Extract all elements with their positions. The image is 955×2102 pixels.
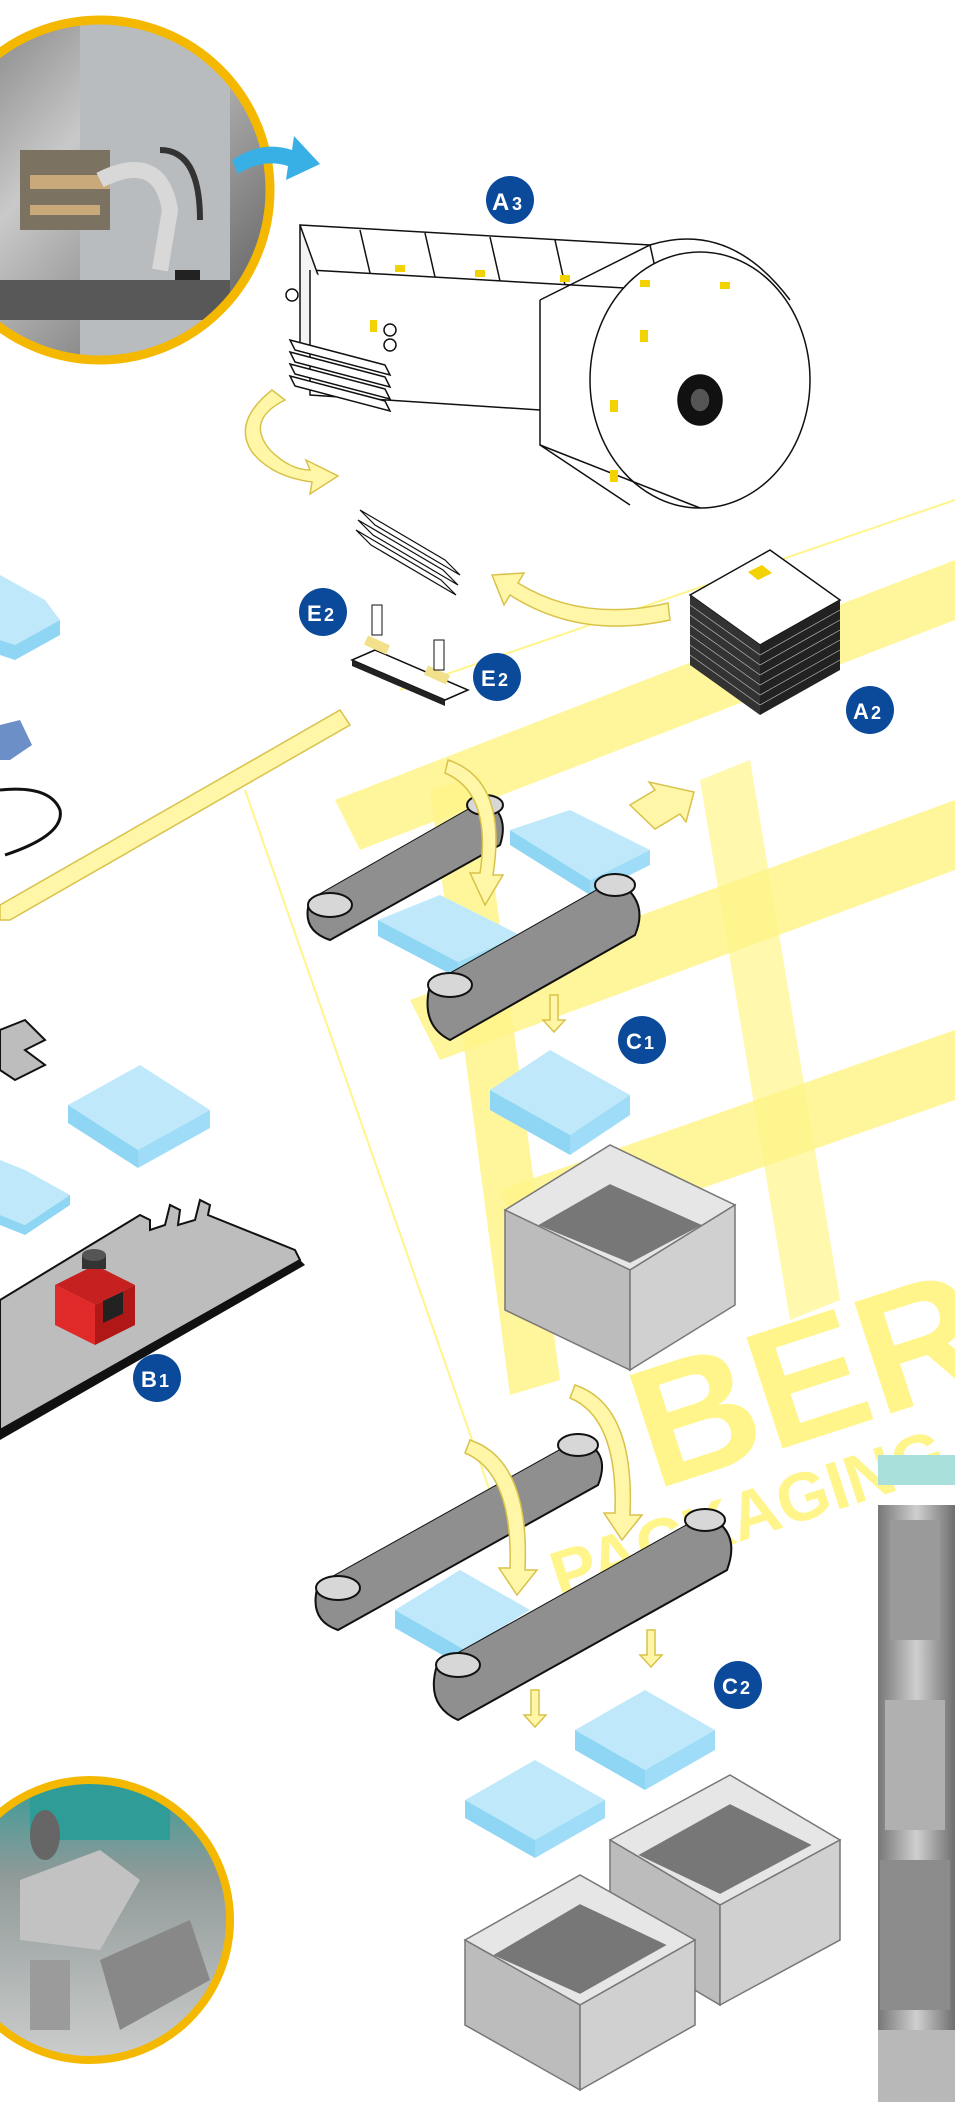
svg-text:E: E xyxy=(481,666,496,691)
folded-labels xyxy=(355,509,461,596)
svg-text:1: 1 xyxy=(159,1371,169,1391)
conveyor-belt xyxy=(306,794,504,942)
badge-e2-right: E 2 xyxy=(473,653,521,701)
open-box xyxy=(608,1774,842,2007)
svg-text:A: A xyxy=(492,189,509,216)
down-arrow-icon xyxy=(638,1629,664,1669)
product-block xyxy=(465,1760,605,1858)
product-block xyxy=(68,1065,210,1168)
label-roll xyxy=(285,224,811,509)
open-box xyxy=(503,1144,737,1372)
conveyor-belt xyxy=(426,873,641,1042)
product-block xyxy=(575,1690,715,1790)
right-arrow-icon xyxy=(628,780,695,830)
left-partial-items xyxy=(0,575,352,1235)
watermark-guide-line xyxy=(244,789,501,1521)
curved-arrow-icon xyxy=(490,572,671,627)
badge-c2: C 2 xyxy=(714,1661,762,1709)
badge-e2-left: E 2 xyxy=(299,588,347,636)
down-arrow-icon xyxy=(522,1689,548,1729)
svg-text:2: 2 xyxy=(324,605,334,625)
photo-machine-strip-right xyxy=(878,1455,955,2102)
svg-text:2: 2 xyxy=(871,703,881,723)
svg-text:A: A xyxy=(853,699,869,724)
curved-arrow-icon xyxy=(244,389,340,496)
curved-arrow-icon xyxy=(569,1384,644,1542)
down-arrow-icon xyxy=(541,994,567,1034)
photo-machine-detail-top xyxy=(0,15,275,365)
svg-text:E: E xyxy=(307,601,322,626)
badge-a3: A 3 xyxy=(486,176,534,224)
svg-text:C: C xyxy=(626,1029,642,1054)
photo-machine-detail-bottom xyxy=(0,1776,234,2064)
open-box xyxy=(463,1874,697,2092)
conveyor-belt xyxy=(314,1433,603,1632)
curved-arrow-icon xyxy=(464,1439,539,1597)
badge-b1: B 1 xyxy=(133,1354,181,1402)
svg-text:1: 1 xyxy=(644,1033,654,1053)
sensor-plate xyxy=(350,604,470,706)
svg-text:C: C xyxy=(722,1674,738,1699)
svg-text:3: 3 xyxy=(512,194,522,214)
badge-a2: A 2 xyxy=(846,686,894,734)
label-stack xyxy=(688,549,842,715)
product-block xyxy=(490,1050,630,1155)
curved-arrow-icon xyxy=(444,759,505,907)
svg-text:2: 2 xyxy=(740,1678,750,1698)
watermark-stripe xyxy=(700,760,840,1320)
conveyor-belt xyxy=(432,1508,733,1722)
svg-text:B: B xyxy=(141,1367,157,1392)
base-plate xyxy=(0,1198,305,1440)
badge-c1: C 1 xyxy=(618,1016,666,1064)
curved-arrow-icon xyxy=(232,136,320,180)
watermark-stripe xyxy=(410,800,955,1060)
red-sensor-icon xyxy=(55,1249,135,1345)
watermark: BERG PACKAGING xyxy=(244,499,955,1614)
svg-text:2: 2 xyxy=(498,670,508,690)
